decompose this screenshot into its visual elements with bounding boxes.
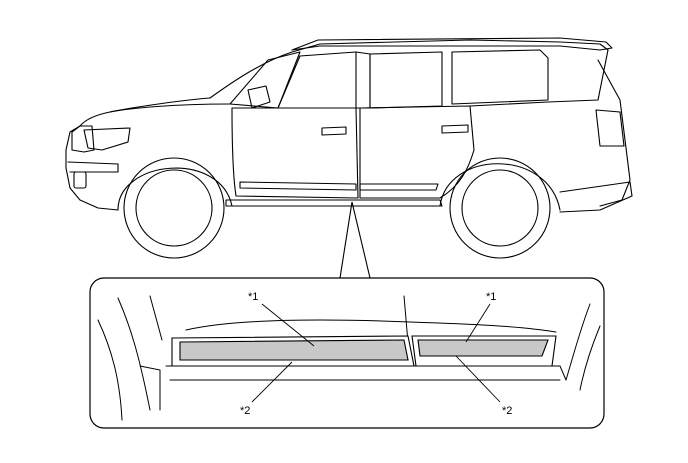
rear-bumper: [559, 181, 633, 213]
front-lower-grille: [67, 161, 119, 173]
leader-front-upper: [261, 303, 315, 347]
rear-door-moulding: [411, 335, 557, 367]
front-grille: [71, 125, 95, 153]
front-door: [231, 107, 359, 199]
detail-door-crease: [185, 319, 557, 333]
rear-quarter: [469, 49, 609, 107]
vehicle-side-view: [65, 37, 633, 259]
rear-door-handle: [441, 124, 469, 134]
windshield: [229, 51, 301, 109]
headlamp: [83, 127, 131, 151]
side-mirror: [247, 85, 271, 109]
front-door-window: [277, 51, 357, 109]
zoom-indicator: [339, 201, 371, 279]
front-moulding-strip: [179, 339, 409, 361]
side-moulding-small: [239, 181, 439, 191]
fog-lamp: [73, 171, 87, 189]
rear-wheel-arch: [439, 163, 561, 211]
roof-rack: [291, 37, 613, 51]
rear-rim: [461, 169, 539, 247]
callout-rear-moulding-upper: *1: [486, 291, 496, 303]
hood-crease: [109, 103, 231, 113]
tailgate: [597, 59, 631, 207]
leader-rear-upper: [465, 303, 491, 343]
b-pillar: [355, 51, 371, 109]
front-door-moulding: [171, 335, 415, 367]
detail-view: *1 *1 *2 *2: [89, 277, 605, 429]
hood: [79, 97, 211, 127]
detail-front-wheel-arch: [139, 365, 161, 411]
detail-front-fender: [117, 297, 151, 411]
detail-body-edge: [149, 295, 163, 341]
front-wheel-arch: [117, 167, 233, 211]
zoom-line-left: [339, 201, 353, 279]
callout-leaders: [251, 303, 501, 403]
callout-front-moulding-lower: *2: [240, 405, 250, 417]
roof-line: [209, 39, 609, 99]
rear-moulding-strip: [417, 339, 549, 357]
front-rim: [135, 169, 213, 247]
front-bumper: [65, 125, 119, 211]
detail-rear-fender-outer: [579, 325, 601, 391]
rear-door-window: [369, 51, 443, 109]
zoom-line-right: [351, 201, 371, 279]
tail-lamp: [595, 109, 625, 147]
detail-front-fender-inner: [97, 319, 123, 421]
callout-front-moulding-upper: *1: [248, 291, 258, 303]
rear-door: [359, 105, 475, 199]
front-tire: [123, 157, 225, 259]
rear-tire: [449, 157, 551, 259]
rocker-panel: [225, 199, 443, 207]
leader-front-lower: [251, 361, 293, 403]
quarter-window: [451, 49, 549, 105]
callout-rear-moulding-lower: *2: [502, 405, 512, 417]
front-door-handle: [321, 126, 347, 136]
leader-rear-lower: [455, 355, 501, 403]
detail-rear-fender: [565, 303, 591, 381]
